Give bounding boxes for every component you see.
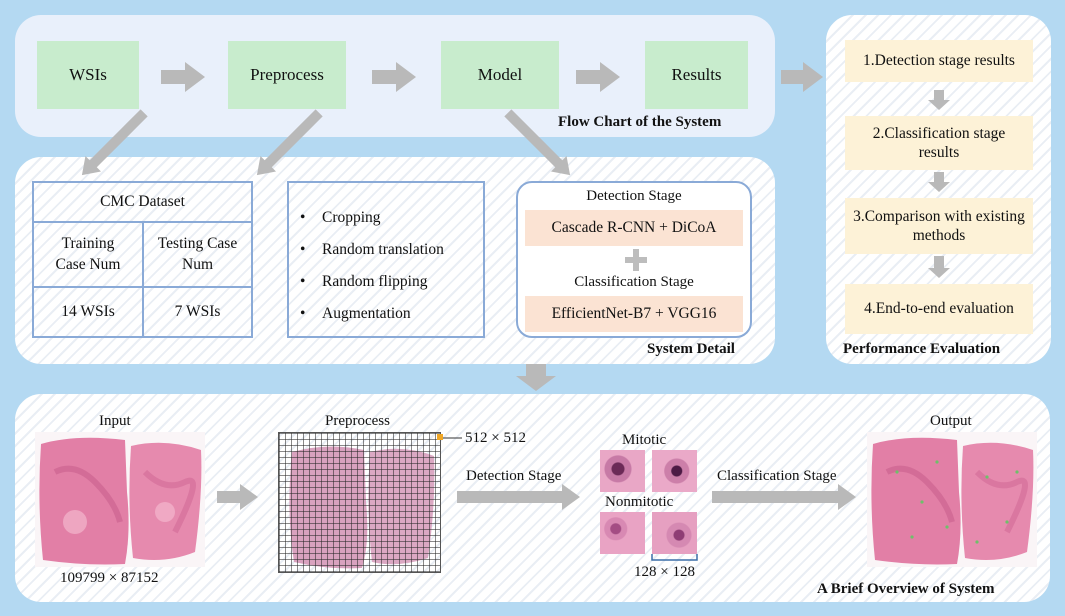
- test-label: Testing Case Num: [157, 235, 238, 273]
- preprocess-label: Preprocess: [325, 413, 390, 429]
- flow-arrow-3: [576, 62, 620, 92]
- input-to-preprocess-arrow: [217, 484, 258, 510]
- classification-stage-overview-label: Classification Stage: [717, 468, 837, 484]
- eval-arrow-2: [928, 172, 950, 192]
- flow-step-wsis: WSIs: [37, 41, 139, 109]
- flow-step-label: Model: [477, 65, 523, 84]
- dataset-header: CMC Dataset: [34, 183, 251, 221]
- preprocess-item: Cropping: [290, 202, 480, 234]
- detection-stage-label: Detection Stage: [586, 188, 682, 204]
- patch-size-label: 512 × 512: [465, 430, 526, 446]
- patch-marker: [437, 434, 443, 440]
- preprocess-item: Random translation: [290, 234, 480, 266]
- eval-arrow-3: [928, 256, 950, 278]
- diag-arrow-wsi: [81, 109, 148, 176]
- train-value: 14 WSIs: [61, 302, 115, 320]
- nonmitotic-patch-1: [600, 512, 645, 554]
- output-wsi-image: [867, 432, 1037, 567]
- center-down-arrow: [516, 364, 556, 391]
- output-label: Output: [930, 413, 972, 429]
- overview-title: A Brief Overview of System: [817, 581, 995, 597]
- test-value-cell: 7 WSIs: [144, 288, 251, 336]
- diag-arrow-preprocess: [256, 109, 323, 176]
- classification-model: EfficientNet-B7 + VGG16: [525, 296, 743, 332]
- table-vline: [142, 223, 144, 336]
- classification-stage-label: Classification Stage: [574, 274, 694, 290]
- mitotic-patch-1: [600, 450, 645, 492]
- performance-evaluation-title: Performance Evaluation: [843, 341, 1001, 357]
- detection-stage-overview-label: Detection Stage: [466, 468, 562, 484]
- flow-chart-title: Flow Chart of the System: [558, 114, 722, 130]
- train-label: Training Case Num: [55, 235, 121, 273]
- table-hline-1: [34, 221, 251, 223]
- nonmitotic-patch-2: [652, 512, 697, 554]
- flow-step-results: Results: [645, 41, 748, 109]
- flow-step-model: Model: [441, 41, 559, 109]
- input-size-label: 109799 × 87152: [60, 570, 159, 586]
- detection-model-text: Cascade R-CNN + DiCoA: [551, 219, 717, 236]
- input-label: Input: [99, 413, 131, 429]
- test-label-cell: Testing Case Num: [144, 223, 251, 286]
- flow-arrow-1: [161, 62, 205, 92]
- preprocess-list-box: [287, 181, 485, 338]
- system-detail-title: System Detail: [647, 341, 735, 357]
- train-label-cell: Training Case Num: [34, 223, 142, 286]
- input-wsi-image: [35, 432, 205, 567]
- flow-step-label: WSIs: [69, 65, 107, 84]
- flow-arrow-2: [372, 62, 416, 92]
- mitotic-patch-2: [652, 450, 697, 492]
- classification-model-text: EfficientNet-B7 + VGG16: [551, 305, 717, 322]
- mitotic-label: Mitotic: [622, 432, 667, 448]
- dataset-table: [32, 181, 253, 338]
- preprocess-item: Random flipping: [290, 266, 480, 298]
- eval-arrow-1: [928, 90, 950, 110]
- train-value-cell: 14 WSIs: [34, 288, 142, 336]
- flow-step-label: Preprocess: [250, 65, 324, 84]
- eval-item-1: 1.Detection stage results: [845, 40, 1033, 82]
- crop-size-label: 128 × 128: [634, 564, 695, 580]
- plus-icon: [625, 249, 647, 271]
- eval-item-2: 2.Classification stage results: [845, 116, 1033, 170]
- detection-stage-arrow: [457, 484, 580, 510]
- detection-model: Cascade R-CNN + DiCoA: [525, 210, 743, 246]
- crop-size-bracket: [651, 554, 698, 561]
- eval-item-4: 4.End-to-end evaluation: [845, 284, 1033, 334]
- eval-item-3: 3.Comparison with existing methods: [845, 198, 1033, 254]
- preprocess-item: Augmentation: [290, 298, 480, 330]
- flow-step-preprocess: Preprocess: [228, 41, 346, 109]
- flow-to-eval-arrow: [781, 62, 823, 92]
- grid-image: [278, 432, 441, 573]
- test-value: 7 WSIs: [174, 302, 221, 320]
- classification-stage-arrow: [712, 484, 856, 510]
- flow-step-label: Results: [671, 65, 722, 84]
- diag-arrow-model: [504, 109, 571, 176]
- grid-overlay: [278, 432, 441, 573]
- nonmitotic-label: Nonmitotic: [605, 494, 674, 510]
- preprocess-list: Cropping Random translation Random flipp…: [290, 202, 480, 330]
- dataset-header-text: CMC Dataset: [100, 192, 185, 210]
